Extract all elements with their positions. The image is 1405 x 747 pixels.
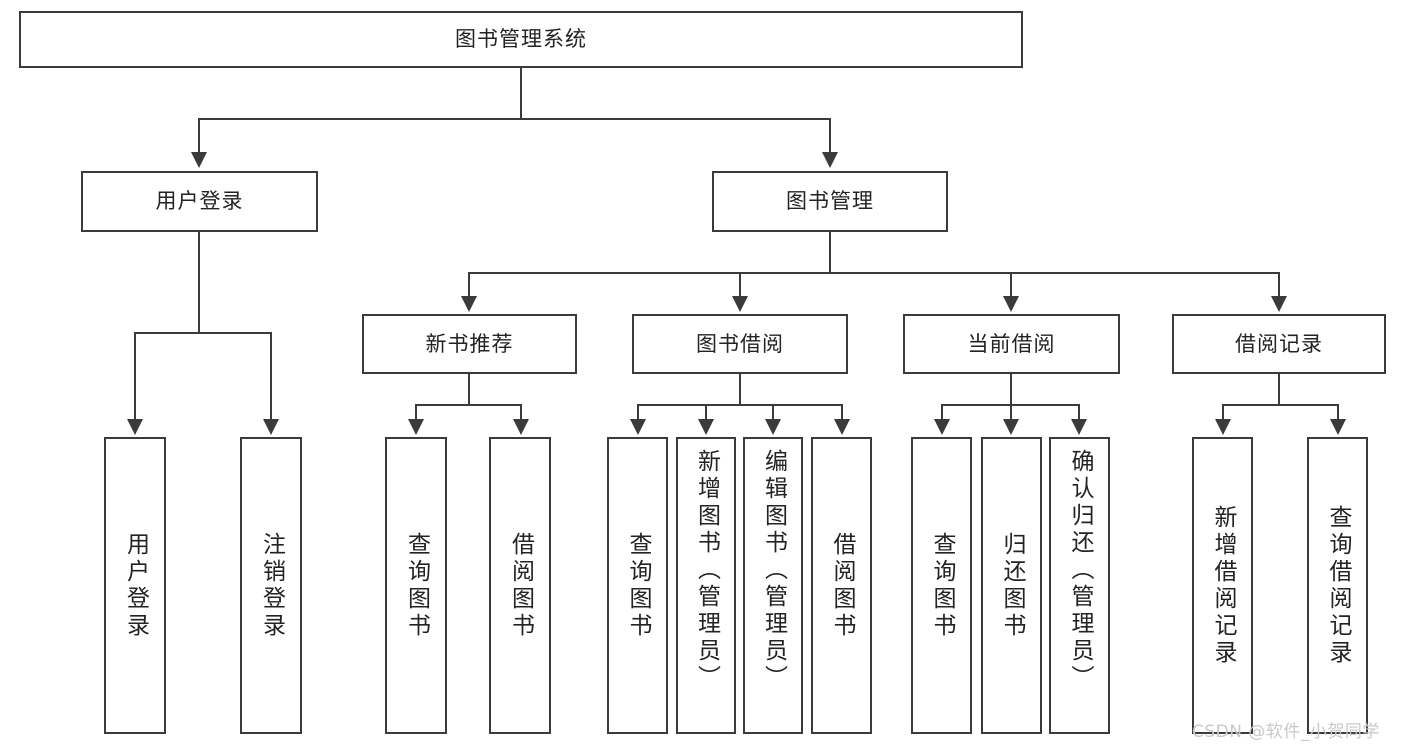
connector-cb-to-leaf-3 xyxy=(1078,404,1080,421)
connector-new-book-bar xyxy=(415,404,522,406)
leaf-query-book-borrow[interactable]: 查询图书 xyxy=(607,437,668,734)
leaf-label: 借阅图书 xyxy=(829,531,855,640)
node-label: 图书借阅 xyxy=(696,331,784,356)
leaf-query-book-current[interactable]: 查询图书 xyxy=(911,437,972,734)
arrow-bb-to-leaf-2 xyxy=(698,419,714,435)
arrow-bb-to-leaf-4 xyxy=(834,419,850,435)
leaf-logout[interactable]: 注销登录 xyxy=(240,437,302,734)
leaf-label: 用户登录 xyxy=(122,531,149,640)
node-new-book-recommend[interactable]: 新书推荐 xyxy=(362,314,577,374)
connector-bm-to-current-borrow xyxy=(1010,272,1012,301)
arrow-bm-to-new-book xyxy=(461,296,477,312)
leaf-label: 编辑图书（管理员） xyxy=(760,449,787,692)
connector-book-management-stem xyxy=(829,232,831,273)
arrow-newbook-to-leaf-1 xyxy=(408,419,424,435)
connector-new-book-stem xyxy=(468,374,470,405)
node-borrow-record[interactable]: 借阅记录 xyxy=(1172,314,1386,374)
arrow-bm-to-book-borrow xyxy=(732,296,748,312)
connector-user-login-to-leaf-2 xyxy=(270,332,272,421)
connector-user-login-to-leaf-1 xyxy=(134,332,136,421)
connector-book-management-bar xyxy=(468,272,1280,274)
leaf-return-book[interactable]: 归还图书 xyxy=(981,437,1042,734)
node-label: 图书管理 xyxy=(786,189,874,214)
arrow-br-to-leaf-1 xyxy=(1215,419,1231,435)
arrow-newbook-to-leaf-2 xyxy=(513,419,529,435)
leaf-add-borrow-record[interactable]: 新增借阅记录 xyxy=(1192,437,1253,734)
leaf-label: 确认归还（管理员） xyxy=(1067,449,1093,692)
connector-cb-to-leaf-1 xyxy=(941,404,943,421)
leaf-query-borrow-record[interactable]: 查询借阅记录 xyxy=(1307,437,1368,734)
node-book-management[interactable]: 图书管理 xyxy=(712,171,948,232)
leaf-label: 新增图书（管理员） xyxy=(693,449,720,692)
leaf-borrow-book[interactable]: 借阅图书 xyxy=(811,437,872,734)
connector-cb-to-leaf-2 xyxy=(1010,404,1012,421)
connector-root-to-user-login xyxy=(198,118,200,154)
arrow-br-to-leaf-2 xyxy=(1330,419,1346,435)
csdn-watermark: CSDN @软件_小贺同学 xyxy=(1192,722,1380,742)
connector-bb-to-leaf-3 xyxy=(772,404,774,421)
leaf-query-book-recommend[interactable]: 查询图书 xyxy=(385,437,447,734)
arrow-bb-to-leaf-1 xyxy=(630,419,646,435)
connector-root-stem xyxy=(520,68,522,119)
connector-br-to-leaf-1 xyxy=(1222,404,1224,421)
leaf-edit-book-admin[interactable]: 编辑图书（管理员） xyxy=(743,437,803,734)
leaf-label: 借阅图书 xyxy=(507,531,534,640)
leaf-label: 注销登录 xyxy=(258,531,285,640)
node-current-borrow[interactable]: 当前借阅 xyxy=(903,314,1120,374)
connector-newbook-to-leaf-1 xyxy=(415,404,417,421)
connector-book-borrow-stem xyxy=(739,374,741,405)
connector-bm-to-borrow-record xyxy=(1278,272,1280,301)
arrow-cb-to-leaf-2 xyxy=(1003,419,1019,435)
connector-borrow-record-bar xyxy=(1222,404,1338,406)
arrow-bb-to-leaf-3 xyxy=(765,419,781,435)
connector-newbook-to-leaf-2 xyxy=(520,404,522,421)
arrow-root-to-user-login xyxy=(191,152,207,168)
leaf-label: 查询借阅记录 xyxy=(1325,504,1351,667)
node-book-borrow[interactable]: 图书借阅 xyxy=(632,314,848,374)
node-user-login[interactable]: 用户登录 xyxy=(81,171,318,232)
node-label: 当前借阅 xyxy=(967,331,1056,356)
node-root-book-management-system[interactable]: 图书管理系统 xyxy=(19,11,1023,68)
leaf-label: 查询图书 xyxy=(625,531,651,640)
connector-user-login-bar xyxy=(134,332,271,334)
connector-bm-to-book-borrow xyxy=(739,272,741,301)
connector-bb-to-leaf-1 xyxy=(637,404,639,421)
node-label: 借阅记录 xyxy=(1235,331,1323,356)
leaf-label: 归还图书 xyxy=(999,531,1025,640)
arrow-root-to-book-management xyxy=(822,152,838,168)
connector-borrow-record-stem xyxy=(1278,374,1280,405)
node-label: 用户登录 xyxy=(155,189,244,214)
leaf-add-book-admin[interactable]: 新增图书（管理员） xyxy=(676,437,736,734)
connector-root-bar xyxy=(198,118,831,120)
leaf-confirm-return-admin[interactable]: 确认归还（管理员） xyxy=(1049,437,1110,734)
arrow-cb-to-leaf-1 xyxy=(934,419,950,435)
node-label: 图书管理系统 xyxy=(455,27,587,52)
connector-root-to-book-management xyxy=(829,118,831,154)
arrow-bm-to-current-borrow xyxy=(1003,296,1019,312)
connector-bb-to-leaf-4 xyxy=(841,404,843,421)
connector-bm-to-new-book xyxy=(468,272,470,301)
connector-user-login-stem xyxy=(198,232,200,333)
connector-book-borrow-bar xyxy=(637,404,843,406)
connector-current-borrow-stem xyxy=(1010,374,1012,405)
node-label: 新书推荐 xyxy=(425,331,514,356)
leaf-label: 查询图书 xyxy=(403,531,430,640)
arrow-user-login-to-leaf-1 xyxy=(127,419,143,435)
arrow-cb-to-leaf-3 xyxy=(1071,419,1087,435)
leaf-label: 新增借阅记录 xyxy=(1210,504,1236,667)
connector-br-to-leaf-2 xyxy=(1337,404,1339,421)
connector-bb-to-leaf-2 xyxy=(705,404,707,421)
arrow-user-login-to-leaf-2 xyxy=(263,419,279,435)
leaf-label: 查询图书 xyxy=(929,531,955,640)
leaf-borrow-book-recommend[interactable]: 借阅图书 xyxy=(489,437,551,734)
leaf-user-login[interactable]: 用户登录 xyxy=(104,437,166,734)
arrow-bm-to-borrow-record xyxy=(1271,296,1287,312)
